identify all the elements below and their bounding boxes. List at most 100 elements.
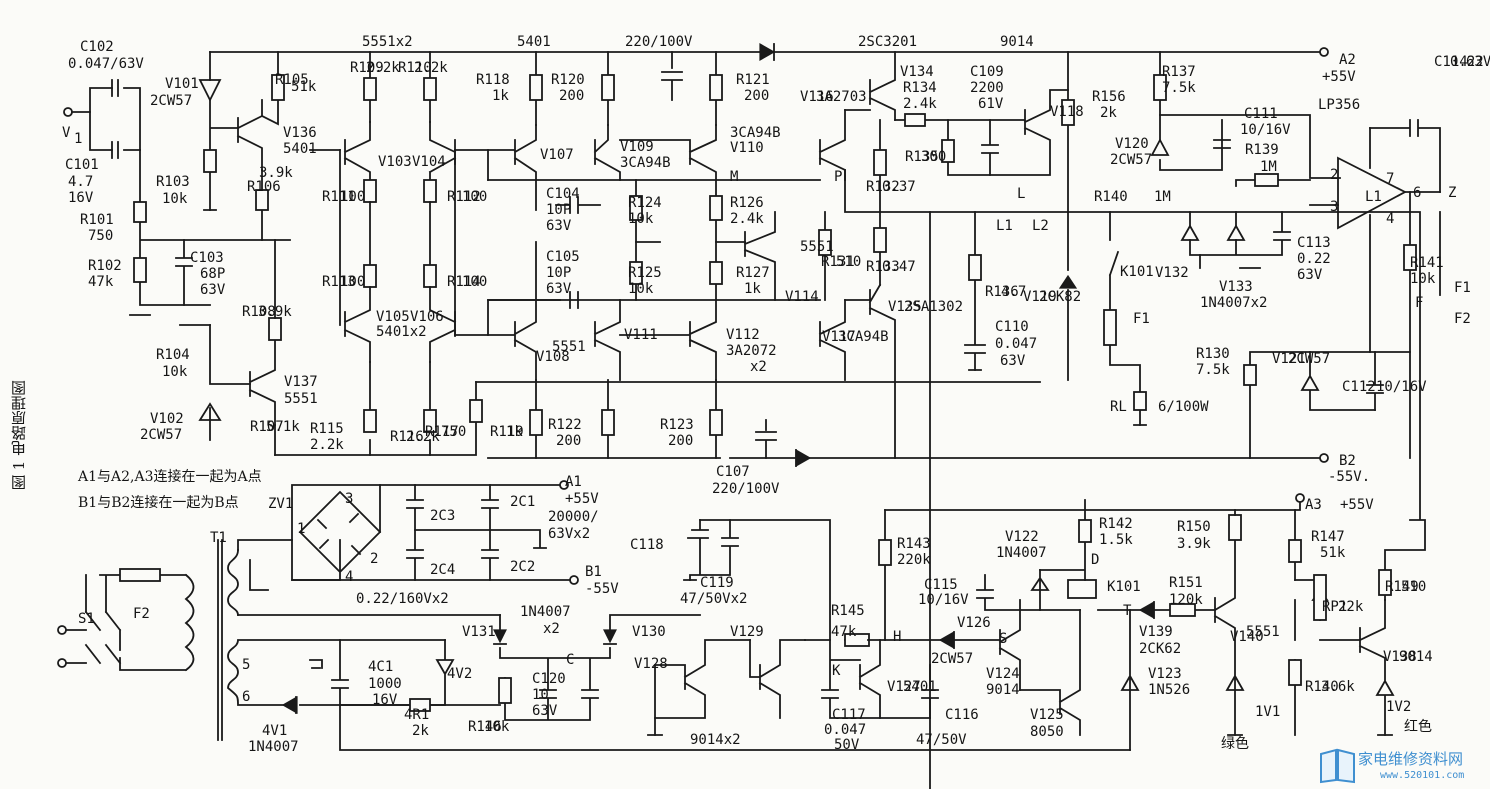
book-logo-icon bbox=[1320, 748, 1355, 784]
component-label: R111 bbox=[322, 189, 356, 205]
component-label: 2CW57 bbox=[150, 93, 193, 109]
component-label: 1k bbox=[492, 88, 509, 104]
watermark-url: www.520101.com bbox=[1380, 770, 1465, 781]
component-label: 10k bbox=[484, 719, 510, 735]
component-label: 300 bbox=[921, 149, 947, 165]
component-label: T1 bbox=[210, 530, 227, 546]
component-label: -55V. bbox=[1328, 469, 1371, 485]
component-label: R137 bbox=[1162, 64, 1196, 80]
component-label: 2k bbox=[1100, 105, 1117, 121]
component-label: A2 bbox=[1339, 52, 1356, 68]
component-label: 5.1k bbox=[266, 419, 300, 435]
component-label: R113 bbox=[322, 274, 356, 290]
component-label: 10/16V bbox=[1240, 122, 1291, 138]
component-label: H bbox=[893, 629, 902, 645]
component-label: 0.22 bbox=[1297, 251, 1331, 267]
component-label: +55V bbox=[1322, 69, 1356, 85]
component-label: V122 bbox=[1005, 529, 1039, 545]
component-label: R135 bbox=[905, 149, 939, 165]
component-label: 5401 bbox=[283, 141, 317, 157]
component-label: V121 bbox=[1272, 351, 1306, 367]
component-label: V124 bbox=[986, 666, 1020, 682]
component-label: S bbox=[999, 631, 1008, 647]
component-label: V138 bbox=[1383, 649, 1417, 665]
component-label: C103 bbox=[190, 250, 224, 266]
component-label: 1k bbox=[744, 281, 761, 297]
figure-caption: 图 1 电路原理图 bbox=[10, 380, 28, 490]
component-label: 100 bbox=[462, 189, 488, 205]
component-label: 1V2 bbox=[1386, 699, 1412, 715]
component-label: V114 bbox=[785, 289, 819, 305]
component-label: 2C1 bbox=[510, 494, 536, 510]
component-label: 0.47 bbox=[882, 259, 916, 275]
component-label: 4 bbox=[345, 569, 354, 585]
component-label: C114 bbox=[1434, 54, 1468, 70]
component-label: 1N4007 bbox=[520, 604, 571, 620]
component-label: R115 bbox=[310, 421, 344, 437]
component-label: x2 bbox=[750, 359, 767, 375]
component-label: R119 bbox=[490, 424, 524, 440]
component-label: 0.047/63V bbox=[68, 56, 144, 72]
component-label: 2CW57 bbox=[931, 651, 974, 667]
component-label: -55V bbox=[585, 581, 619, 597]
component-label: 1000 bbox=[368, 676, 402, 692]
component-label: R130 bbox=[1196, 346, 1230, 362]
component-label: 4C1 bbox=[368, 659, 394, 675]
component-label: L1 bbox=[1365, 189, 1382, 205]
component-label: 6 bbox=[1413, 185, 1422, 201]
component-label: 47k bbox=[88, 274, 114, 290]
component-label: 2CK82 bbox=[1039, 289, 1082, 305]
component-label: 5551x2 bbox=[362, 34, 413, 50]
component-label: F bbox=[1415, 295, 1424, 311]
component-label: 7.5k bbox=[1196, 362, 1230, 378]
note-a-point: A1与A2,A3连接在一起为A点 bbox=[78, 469, 262, 485]
component-label: 200 bbox=[744, 88, 770, 104]
component-label: 1M bbox=[1154, 189, 1171, 205]
component-label: L bbox=[1017, 186, 1026, 202]
component-label: C117 bbox=[832, 707, 866, 723]
component-label: +55V bbox=[565, 491, 599, 507]
component-label: R132 bbox=[866, 179, 900, 195]
component-label: 10/16V bbox=[1376, 379, 1427, 395]
component-label: 0.047 bbox=[824, 722, 867, 738]
component-label: R121 bbox=[736, 72, 770, 88]
component-label: R139 bbox=[1245, 142, 1279, 158]
component-label: B1 bbox=[585, 564, 602, 580]
component-label: 510 bbox=[836, 254, 862, 270]
component-label: R103 bbox=[156, 174, 190, 190]
component-label: 10k bbox=[1410, 271, 1436, 287]
component-label: V125 bbox=[1030, 707, 1064, 723]
component-label: 5401x2 bbox=[376, 324, 427, 340]
component-label: R117 bbox=[425, 424, 459, 440]
component-label: V118 bbox=[1050, 104, 1084, 120]
component-label: R156 bbox=[1092, 89, 1126, 105]
component-label: +55V bbox=[1340, 497, 1374, 513]
component-label: 2.2k bbox=[414, 60, 448, 76]
component-label: R146 bbox=[468, 719, 502, 735]
component-label: R149 bbox=[1385, 579, 1419, 595]
component-label: 6 bbox=[242, 689, 251, 705]
component-label: 200 bbox=[668, 433, 694, 449]
component-label: 3A2703 bbox=[816, 89, 867, 105]
component-label: 120k bbox=[1169, 592, 1203, 608]
component-label: A1 bbox=[565, 474, 582, 490]
component-label: V120 bbox=[1115, 136, 1149, 152]
component-label: 1 bbox=[297, 521, 306, 537]
component-label: R112 bbox=[447, 189, 481, 205]
component-label: 63V bbox=[532, 703, 558, 719]
component-label: R143 bbox=[897, 536, 931, 552]
component-label: 5 bbox=[242, 657, 251, 673]
component-label: 0.22 bbox=[1450, 54, 1484, 70]
component-label: 750 bbox=[88, 228, 114, 244]
component-label: C110 bbox=[995, 319, 1029, 335]
component-label: V105 bbox=[376, 309, 410, 325]
component-label: 63V bbox=[1297, 267, 1323, 283]
component-label: K bbox=[832, 663, 841, 679]
component-label: 1N4007x2 bbox=[1200, 295, 1268, 311]
component-label: R116 bbox=[390, 429, 424, 445]
component-label: K101 bbox=[1120, 264, 1154, 280]
component-label: 2.2k bbox=[366, 60, 400, 76]
component-label: 20000/ bbox=[548, 509, 599, 525]
component-label: R145 bbox=[831, 603, 865, 619]
